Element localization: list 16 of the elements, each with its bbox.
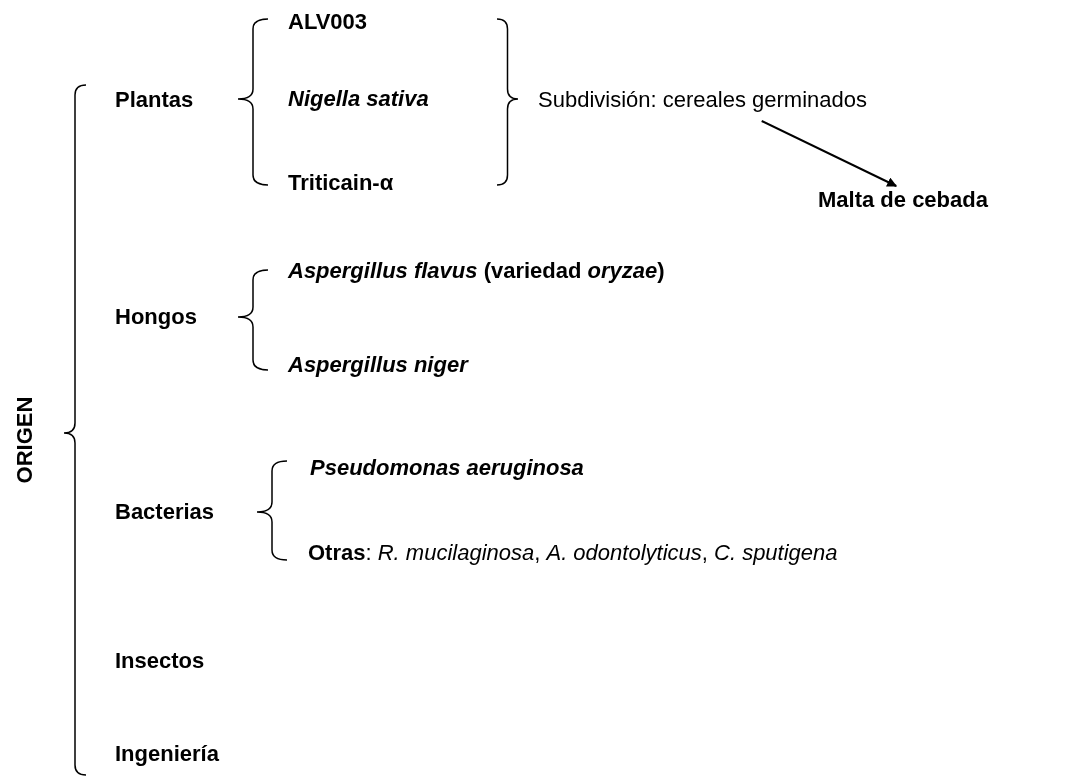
- category-label: Nigella sativa: [288, 86, 429, 112]
- category-label: Otras: R. mucilaginosa, A. odontolyticus, C. sputigena: [308, 540, 838, 566]
- heading-label: ORIGEN: [11, 396, 38, 484]
- category-label: Hongos: [115, 304, 197, 330]
- category-label: Aspergillus flavus (variedad oryzae): [288, 258, 665, 284]
- category-label: ALV003: [288, 9, 368, 35]
- arrow: [760, 120, 898, 187]
- node-text: Malta de cebada: [818, 187, 988, 212]
- category-label: Triticain-α: [288, 170, 394, 196]
- category-label: Insectos: [115, 648, 205, 674]
- category-label: Bacterias: [115, 499, 215, 525]
- node-text: Subdivisión: cereales germinados: [538, 87, 867, 112]
- category-label: Aspergillus niger: [288, 352, 468, 378]
- category-label: Ingeniería: [115, 741, 219, 767]
- category-label: Pseudomonas aeruginosa: [310, 455, 584, 481]
- category-label: Plantas: [115, 87, 194, 113]
